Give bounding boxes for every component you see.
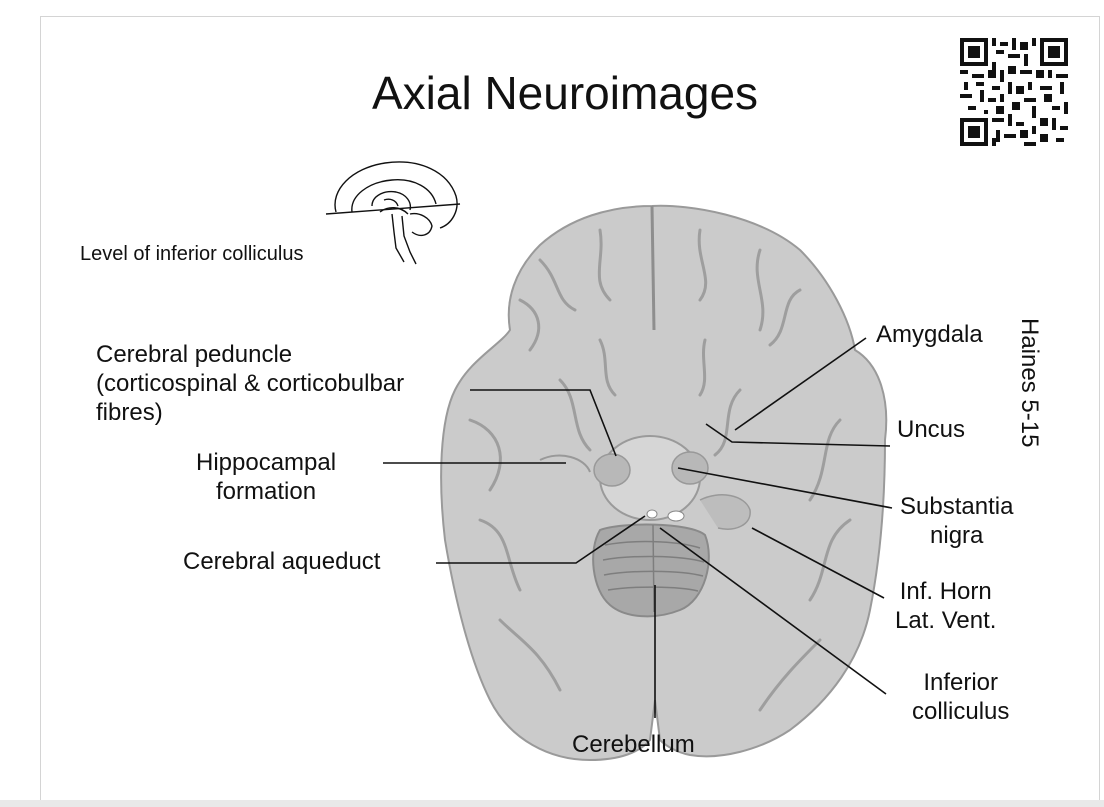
- qr-code-icon: [960, 38, 1068, 146]
- label-line: Hippocampal: [196, 449, 337, 476]
- label-line: colliculus: [912, 698, 1010, 725]
- label-inf-horn: Inf. Horn Lat. Vent.: [895, 577, 996, 635]
- label-line: Substantia: [900, 493, 1014, 520]
- source-reference: Haines 5-15: [1016, 318, 1043, 448]
- label-line: fibres): [96, 399, 163, 426]
- label-line: formation: [216, 478, 317, 505]
- bottom-divider: [0, 800, 1104, 807]
- label-inferior-colliculus: Inferior colliculus: [912, 668, 1009, 726]
- leader-lines: [383, 337, 893, 718]
- label-line: (corticospinal & corticobulbar: [96, 370, 405, 397]
- label-cerebellum: Cerebellum: [572, 731, 695, 758]
- label-cerebral-peduncle: Cerebral peduncle (corticospinal & corti…: [96, 340, 404, 427]
- slide-title: Axial Neuroimages: [371, 67, 759, 119]
- label-line: nigra: [930, 522, 984, 549]
- label-cerebral-aqueduct: Cerebral aqueduct: [183, 548, 381, 575]
- label-line: Cerebral peduncle: [96, 341, 293, 368]
- label-uncus: Uncus: [897, 416, 966, 443]
- label-line: Inf. Horn: [899, 578, 992, 605]
- label-line: Lat. Vent.: [895, 607, 997, 634]
- label-hippocampal: Hippocampal formation: [196, 448, 336, 506]
- axial-brain-section: [440, 204, 888, 762]
- sagittal-brain-sketch-icon: [325, 161, 461, 265]
- level-caption: Level of inferior colliculus: [80, 243, 304, 265]
- label-substantia-nigra: Substantia nigra: [900, 492, 1013, 550]
- label-amygdala: Amygdala: [876, 321, 983, 348]
- label-line: Inferior: [923, 669, 999, 696]
